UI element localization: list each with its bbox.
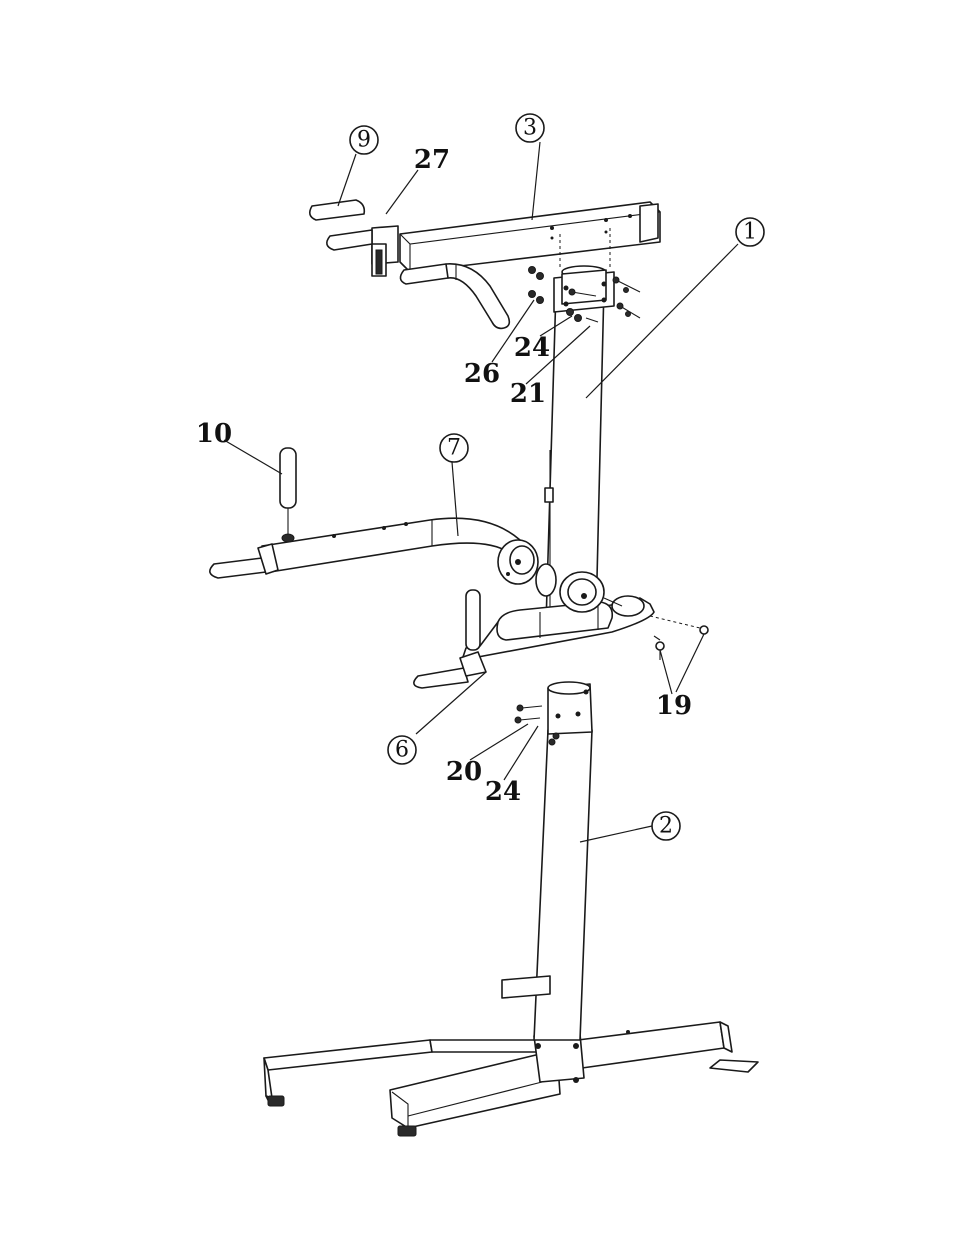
callout-2-label: 2 [659, 814, 673, 839]
callout-9: 9 [350, 126, 378, 154]
ref-10-label: 10 [196, 419, 232, 449]
callout-2: 2 [652, 812, 680, 840]
callout-6: 6 [388, 736, 416, 764]
base-frame [264, 1022, 758, 1136]
top-bar [400, 202, 660, 272]
ref-27-label: 27 [414, 145, 450, 175]
callout-7: 7 [440, 434, 468, 462]
callout-6-label: 6 [395, 738, 409, 763]
ref-21-label: 21 [510, 379, 546, 409]
ref-24-upper-label: 24 [514, 333, 550, 363]
callout-3: 3 [516, 114, 544, 142]
ref-20-label: 20 [446, 757, 482, 787]
top-mount-plate [554, 266, 614, 312]
ref-24-lower-label: 24 [485, 777, 521, 807]
callout-1-label: 1 [743, 220, 757, 245]
callout-1: 1 [736, 218, 764, 246]
lower-post [502, 682, 592, 1040]
callout-3-label: 3 [523, 116, 537, 141]
ref-26-label: 26 [464, 359, 500, 389]
callout-7-label: 7 [447, 436, 461, 461]
upper-arm [210, 448, 538, 584]
callout-9-label: 9 [357, 128, 371, 153]
ref-19-label: 19 [656, 691, 692, 721]
